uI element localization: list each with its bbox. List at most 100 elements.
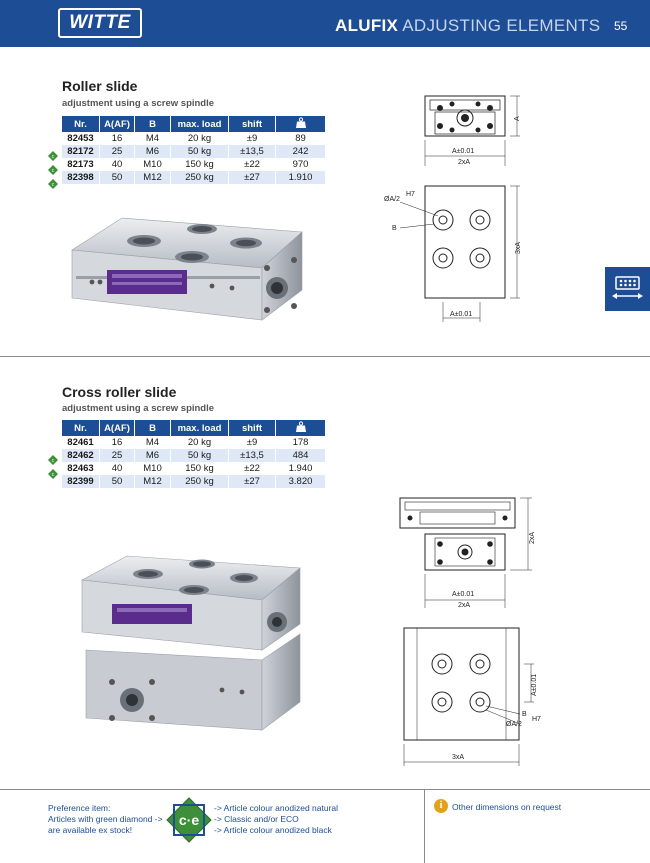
dim-diameter: ØA/2 [506, 721, 522, 728]
dim-tolerance-plan: A±0.01 [450, 311, 472, 318]
section-subtitle: adjustment using a screw spindle [62, 403, 215, 414]
svg-text:c: c [52, 458, 55, 464]
preferred-diamond-icon: c [48, 469, 58, 479]
weight-icon [295, 116, 306, 128]
article-nr: 82453 [62, 132, 100, 145]
svg-text:c: c [52, 472, 55, 478]
dim-2xa: 2xA [458, 602, 470, 609]
chapter-tab[interactable] [605, 267, 650, 311]
article-nr: 82173 [62, 158, 100, 171]
col-header-a: A(AF) [99, 420, 135, 436]
cell-shift: ±22 [228, 158, 276, 171]
cell-a: 40 [99, 158, 135, 171]
preferred-diamond-icon: c [48, 179, 58, 189]
cell-shift: ±13,5 [228, 145, 276, 158]
col-header-weight [275, 116, 326, 132]
footer-line: are available ex stock! [48, 825, 133, 835]
cross-roller-slide-plan-drawing: A±0.01 B ØA/2 H7 3xA [403, 627, 541, 766]
roller-slide-photo [71, 217, 303, 321]
footer-line: Articles with green diamond -> [48, 814, 163, 824]
svg-text:c: c [52, 182, 55, 188]
cell-weight: 970 [275, 158, 326, 171]
brand-light: ADJUSTING ELEMENTS [402, 16, 601, 35]
footer-line: -> Article colour anodized natural [214, 803, 339, 813]
cross-roller-slide-photo [81, 555, 301, 731]
col-header-load: max. load [170, 116, 229, 132]
dim-b: B [392, 225, 397, 232]
col-header-a: A(AF) [99, 116, 135, 132]
col-header-shift: shift [228, 420, 276, 436]
dim-2xa: 2xA [458, 159, 470, 166]
footer-divider [0, 789, 650, 790]
cell-a: 25 [99, 145, 135, 158]
witte-logo: WITTE [58, 8, 142, 38]
cell-b: M6 [134, 145, 171, 158]
catalog-title: ALUFIX ADJUSTING ELEMENTS [335, 16, 600, 36]
footer-colour-legend: -> Article colour anodized natural -> Cl… [214, 803, 338, 836]
cell-weight: 1.910 [275, 171, 326, 184]
page-header: WITTE ALUFIX ADJUSTING ELEMENTS 55 [0, 0, 650, 47]
weight-icon [295, 420, 306, 432]
col-header-shift: shift [228, 116, 276, 132]
cell-load: 50 kg [170, 145, 229, 158]
cell-load: 250 kg [170, 171, 229, 184]
footer-info-text: Other dimensions on request [452, 802, 562, 812]
page-number: 55 [614, 19, 628, 33]
dim-a: A [514, 116, 521, 121]
col-header-nr: Nr. [62, 116, 100, 132]
section-title-cross-roller-slide: Cross roller slide [62, 384, 177, 400]
dim-2xa-vertical: 2xA [529, 532, 536, 544]
ce-diamond-icon: c·e [166, 797, 212, 843]
cell-shift: ±13,5 [228, 449, 276, 462]
col-header-b: B [134, 116, 171, 132]
footer-separator [424, 789, 425, 863]
cell-shift: ±9 [228, 132, 276, 145]
dim-3xa: 3xA [515, 242, 522, 254]
dim-3xa: 3xA [452, 754, 464, 761]
article-nr: 82463 [62, 462, 100, 475]
cell-a: 16 [99, 436, 135, 449]
footer-line: Preference item: [48, 803, 111, 813]
footer-preference-note: Preference item: Articles with green dia… [48, 803, 163, 836]
cell-weight: 89 [275, 132, 326, 145]
cell-load: 20 kg [170, 436, 229, 449]
adjusting-element-icon [612, 276, 643, 299]
dim-tolerance-vertical: A±0.01 [531, 674, 538, 696]
roller-slide-front-drawing: A A±0.01 2xA [424, 95, 521, 166]
footer-line: -> Classic and/or ECO [214, 814, 299, 824]
cell-b: M6 [134, 449, 171, 462]
dim-tolerance: A±0.01 [452, 148, 474, 155]
cell-b: M10 [134, 158, 171, 171]
cell-load: 150 kg [170, 158, 229, 171]
roller-slide-plan-drawing: ØA/2 H7 B 3xA A±0.01 [384, 185, 522, 322]
section-title-roller-slide: Roller slide [62, 78, 138, 94]
article-nr: 82172 [62, 145, 100, 158]
section-subtitle: adjustment using a screw spindle [62, 98, 215, 109]
cell-b: M4 [134, 132, 171, 145]
cell-shift: ±22 [228, 462, 276, 475]
info-icon: i [434, 799, 448, 813]
section-divider [0, 356, 650, 357]
cell-load: 20 kg [170, 132, 229, 145]
cell-a: 40 [99, 462, 135, 475]
article-nr: 82462 [62, 449, 100, 462]
cell-load: 150 kg [170, 462, 229, 475]
article-nr: 82399 [62, 475, 100, 488]
ce-badge-text: c·e [179, 812, 199, 828]
article-nr: 82461 [62, 436, 100, 449]
cell-load: 250 kg [170, 475, 229, 488]
svg-text:c: c [52, 154, 55, 160]
col-header-weight [275, 420, 326, 436]
cell-weight: 1.940 [275, 462, 326, 475]
preferred-diamond-icon: c [48, 151, 58, 161]
dim-b: B [522, 711, 527, 718]
